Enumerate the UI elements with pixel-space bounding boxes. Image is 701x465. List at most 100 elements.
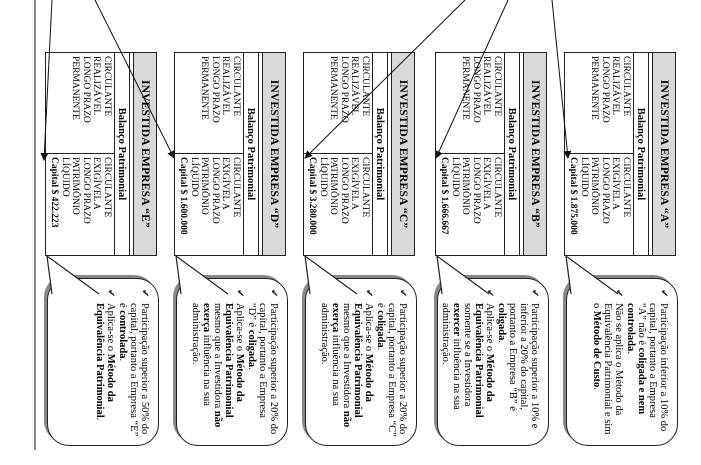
liability-item: LÍQUIDO xyxy=(318,157,328,197)
callout-bubble-d: ✔Participação superior a 20% do capital,… xyxy=(176,278,288,446)
asset-item: REALIZÁVEL xyxy=(220,56,231,116)
callout-text: . xyxy=(625,351,636,354)
capital-value: Capital $ 422.223 xyxy=(49,157,60,228)
callout-text: Aplica-se o xyxy=(363,303,374,354)
header-divider xyxy=(387,53,391,255)
callout-point: ✔Aplica-se o Método da Equivalência Patr… xyxy=(190,289,245,437)
asset-item: REALIZÁVEL xyxy=(349,56,360,116)
liability-item: CIRCULANTE xyxy=(621,157,631,218)
liability-item: CIRCULANTE xyxy=(102,157,112,218)
checkmark-icon: ✔ xyxy=(484,289,495,298)
balance-sheet-box: INVESTIDA EMPRESA “C” Balanço Patrimonia… xyxy=(303,52,415,256)
callout-point: ✔Aplica-se o Método da Equivalência Patr… xyxy=(94,289,116,437)
callout-text: Aplica-se o xyxy=(105,303,116,354)
callout-text: Aplica-se o xyxy=(234,303,245,354)
asset-item: REALIZÁVEL xyxy=(610,56,621,116)
balance-sheet-subtitle: Balanço Patrimonial xyxy=(372,53,387,255)
callout-text: . xyxy=(94,417,105,421)
balance-sheet-box: INVESTIDA EMPRESA “A” Balanço Patrimonia… xyxy=(564,52,676,256)
callout-text: mesmo que a Investidora xyxy=(212,303,223,411)
checkmark-icon: ✔ xyxy=(658,289,669,298)
callout-point: ✔Não se aplica o Método da Equivalência … xyxy=(591,289,624,437)
callout-text: . xyxy=(117,358,128,362)
company-title-e: INVESTIDA EMPRESA “E” xyxy=(133,53,156,255)
callout-emphasis: coligada xyxy=(246,329,257,368)
asset-item: PERMANENTE xyxy=(328,56,339,120)
asset-item: CIRCULANTE xyxy=(360,56,370,117)
callout-emphasis: coligada xyxy=(375,310,386,348)
liability-item: LONGO PRAZO xyxy=(471,157,481,224)
company-title-a: INVESTIDA EMPRESA “A” xyxy=(652,53,675,255)
callout-emphasis: Método de Custo xyxy=(591,310,602,388)
asset-item: PERMANENTE xyxy=(460,56,471,120)
asset-item: REALIZÁVEL xyxy=(91,56,102,116)
checkmark-icon: ✔ xyxy=(105,289,116,298)
callout-point: ✔Participação superior a 20% do capital,… xyxy=(375,289,408,437)
balance-sheet-subtitle: Balanço Patrimonial xyxy=(243,53,258,255)
callout-bubble-b: ✔Participação superior a 10% e inferior … xyxy=(437,278,549,446)
callout-point: ✔Aplica-se o Método da Equivalência Patr… xyxy=(440,289,495,437)
liability-item: LONGO PRAZO xyxy=(81,157,91,224)
callout-text: mesmo que a Investidora xyxy=(341,303,352,411)
liability-item: PATRIMÔNIO xyxy=(328,157,339,215)
balance-sheet-subtitle: Balanço Patrimonial xyxy=(504,53,519,255)
rotated-panel: INVESTIDA EMPRESA “C” Balanço Patrimonia… xyxy=(295,52,425,462)
company-unit-d: INVESTIDA EMPRESA “D” Balanço Patrimonia… xyxy=(166,0,296,465)
header-divider xyxy=(519,53,523,255)
asset-item: LONGO PRAZO xyxy=(81,56,91,123)
liability-item: LÍQUIDO xyxy=(450,157,460,197)
asset-item: CIRCULANTE xyxy=(492,56,502,117)
capital-value: Capital $ 3.280.000 xyxy=(307,157,318,235)
company-title-b: INVESTIDA EMPRESA “B” xyxy=(523,53,546,255)
liability-item: EXIGÍVEL A xyxy=(481,157,492,210)
liability-item: PATRIMÔNIO xyxy=(589,157,600,215)
callout-point: ✔Participação superior a 50% do capital,… xyxy=(117,289,150,437)
checkmark-icon: ✔ xyxy=(363,289,374,298)
company-title-c: INVESTIDA EMPRESA “C” xyxy=(391,53,414,255)
liability-item: LONGO PRAZO xyxy=(339,157,349,224)
liability-item: EXIGÍVEL A xyxy=(349,157,360,210)
rotated-panel: INVESTIDA EMPRESA “A” Balanço Patrimonia… xyxy=(556,52,686,462)
capital-value: Capital $ 1.600.000 xyxy=(178,157,189,235)
liability-item: CIRCULANTE xyxy=(492,157,502,218)
asset-item: PERMANENTE xyxy=(589,56,600,120)
header-divider xyxy=(648,53,652,255)
callout-text: Aplica-se o xyxy=(484,303,495,354)
liability-item: PATRIMÔNIO xyxy=(70,157,81,215)
checkmark-icon: ✔ xyxy=(613,289,624,298)
liability-item: CIRCULANTE xyxy=(360,157,370,218)
callout-bubble-a: ✔Participação inferior a 10% do capital,… xyxy=(566,278,678,446)
company-title-d: INVESTIDA EMPRESA “D” xyxy=(262,53,285,255)
liability-item: LÍQUIDO xyxy=(579,157,589,197)
company-unit-b: INVESTIDA EMPRESA “B” Balanço Patrimonia… xyxy=(427,0,557,465)
liability-item: EXIGÍVEL A xyxy=(220,157,231,210)
asset-item: LONGO PRAZO xyxy=(339,56,349,123)
callout-text: . xyxy=(375,347,386,351)
balance-sheet-subtitle: Balanço Patrimonial xyxy=(633,53,648,255)
checkmark-icon: ✔ xyxy=(268,289,279,298)
checkmark-icon: ✔ xyxy=(529,289,540,298)
callout-point: ✔Participação inferior a 10% do capital,… xyxy=(625,289,669,437)
liability-item: PATRIMÔNIO xyxy=(199,157,210,215)
checkmark-icon: ✔ xyxy=(139,289,150,298)
header-divider xyxy=(129,53,133,255)
callout-emphasis: exercer xyxy=(451,303,462,337)
asset-item: LONGO PRAZO xyxy=(210,56,220,123)
callout-text: . xyxy=(591,387,602,390)
callout-emphasis: controlada xyxy=(117,310,128,359)
liability-item: PATRIMÔNIO xyxy=(460,157,471,215)
callout-text: . xyxy=(496,340,507,343)
header-divider xyxy=(258,53,262,255)
asset-item: REALIZÁVEL xyxy=(481,56,492,116)
callout-point: ✔Participação superior a 10% e inferior … xyxy=(496,289,540,437)
asset-item: LONGO PRAZO xyxy=(600,56,610,123)
asset-item: CIRCULANTE xyxy=(102,56,112,117)
capital-value: Capital $ 1.666.667 xyxy=(439,157,450,235)
company-unit-c: INVESTIDA EMPRESA “C” Balanço Patrimonia… xyxy=(295,0,425,465)
